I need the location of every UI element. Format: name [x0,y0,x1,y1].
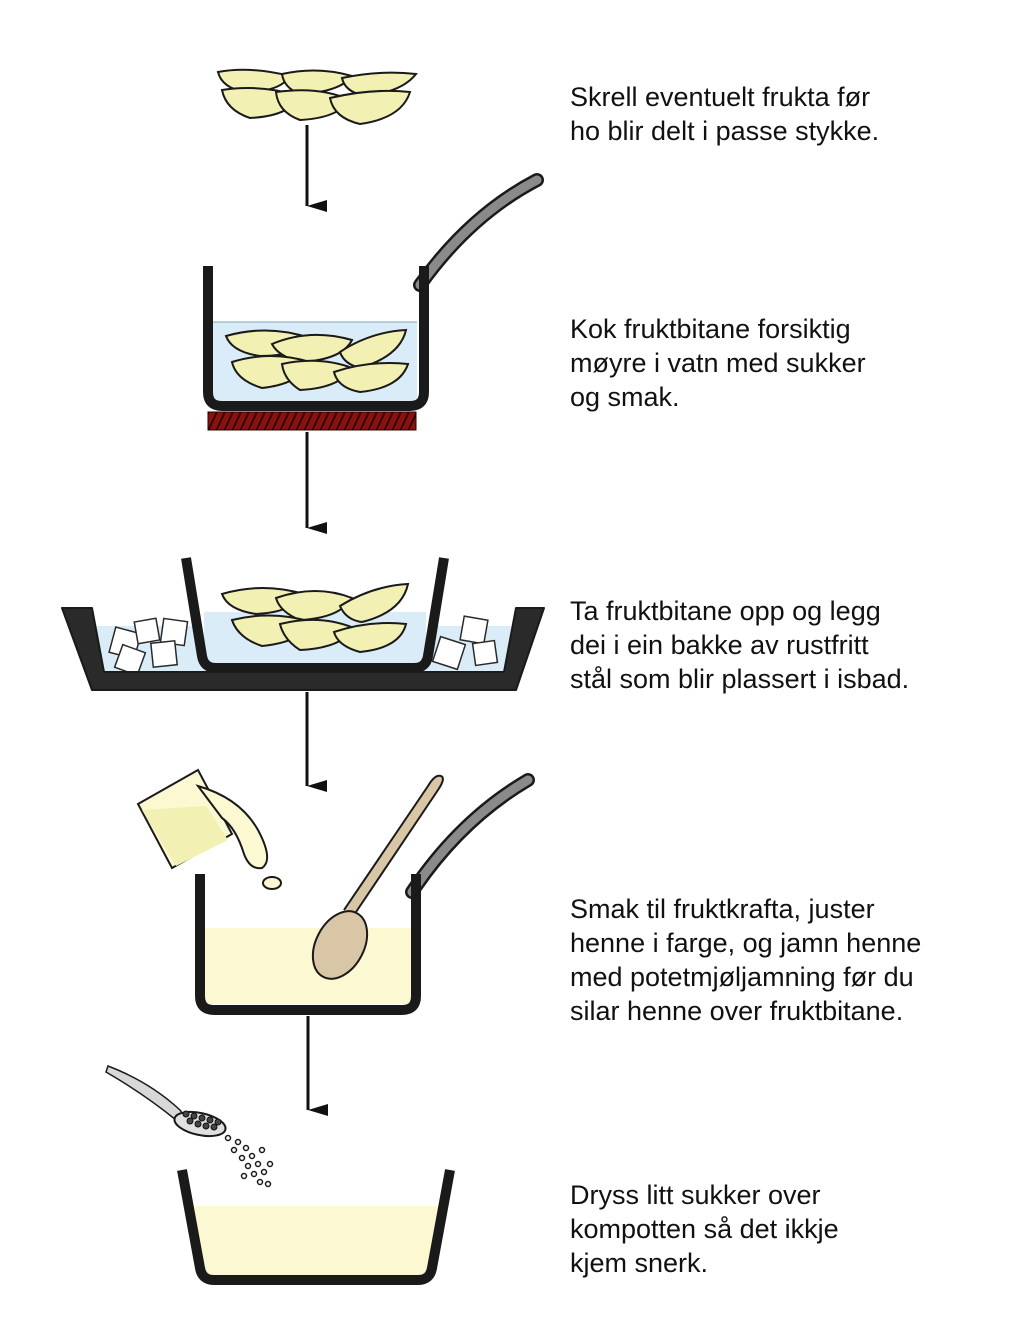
step-3-text: Ta fruktbitane opp og legg dei i ein bak… [570,594,1010,696]
bowl-with-compote-icon [177,1169,455,1285]
sugar-spoon-icon [105,1065,227,1138]
step-2-line-2: møyre i vatn med sukker [570,348,866,378]
step-3-line-2: dei i ein bakke av rustfritt [570,630,869,660]
fruit-pieces-icon [216,68,418,126]
step-2-line-1: Kok fruktbitane forsiktig [570,314,851,344]
step-3-line-3: stål som blir plassert i isbad. [570,664,910,694]
sugar-grains-icon [224,1134,274,1188]
pot-with-liquid-icon [195,773,535,1015]
pouring-cup-icon [136,768,282,890]
step-4-line-1: Smak til fruktkrafta, juster [570,894,875,924]
step-5-line-2: kompotten så det ikkje [570,1214,839,1244]
step-4-line-3: med potetmjøljamning før du [570,962,914,992]
step-2-text: Kok fruktbitane forsiktig møyre i vatn m… [570,312,1010,414]
steel-tray-with-fruit-icon [181,557,449,673]
step-4-line-4: silar henne over fruktbitane. [570,996,904,1026]
step-4-line-2: henne i farge, og jamn henne [570,928,922,958]
step-3-line-1: Ta fruktbitane opp og legg [570,596,881,626]
step-5-line-3: kjem snerk. [570,1248,709,1278]
pot-with-fruit-icon [203,173,544,411]
step-1-line-2: ho blir delt i passe stykke. [570,116,880,146]
step-1-text: Skrell eventuelt frukta før ho blir delt… [570,80,1010,148]
step-2-line-3: og smak. [570,382,680,412]
wooden-spoon-icon [311,774,444,980]
step-1-line-1: Skrell eventuelt frukta før [570,82,871,112]
burner-icon [207,411,417,431]
step-5-text: Dryss litt sukker over kompotten så det … [570,1178,1010,1280]
step-4-text: Smak til fruktkrafta, juster henne i far… [570,892,1010,1028]
step-5-line-1: Dryss litt sukker over [570,1180,821,1210]
